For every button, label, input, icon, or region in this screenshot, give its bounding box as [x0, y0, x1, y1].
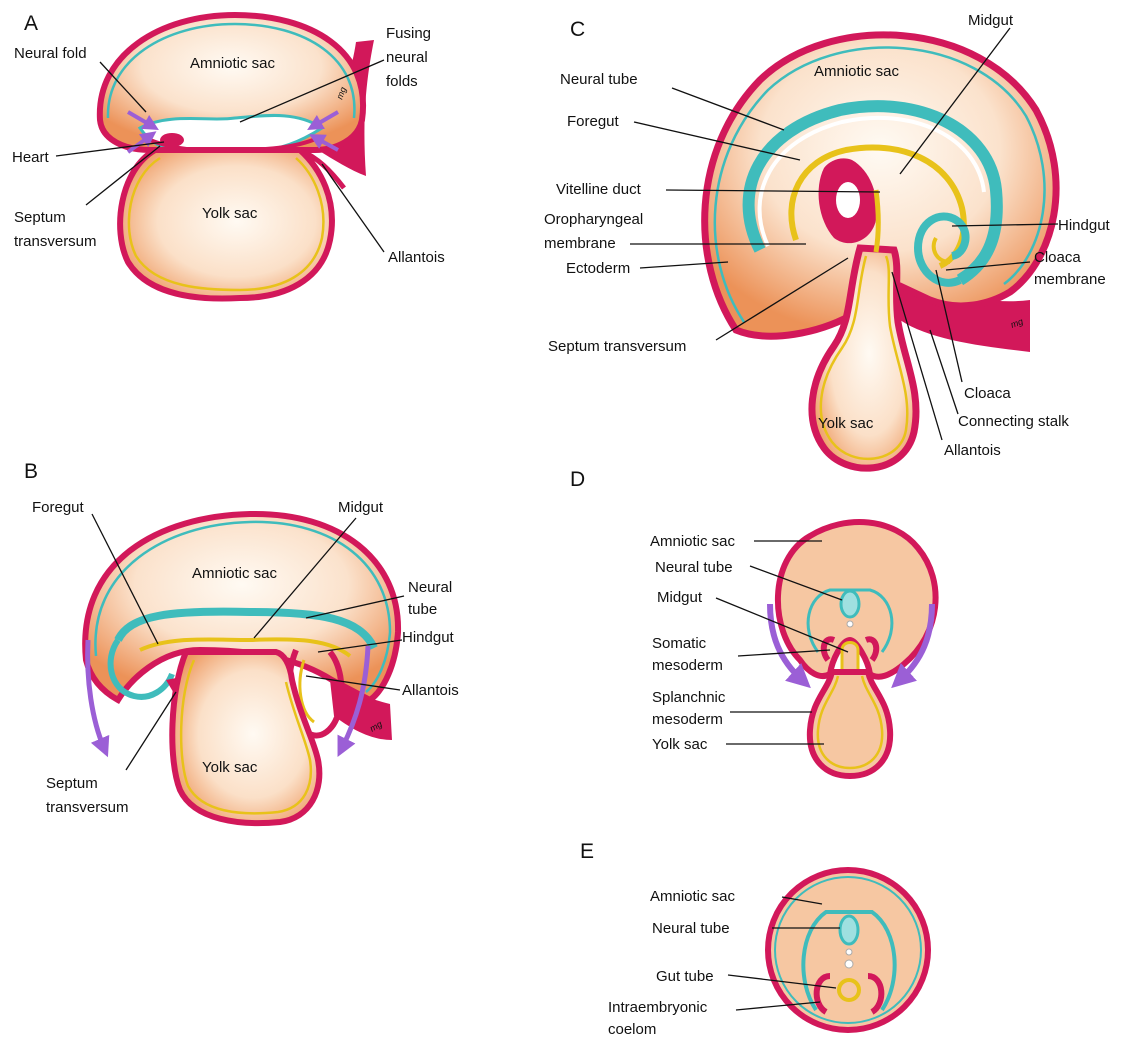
panel-b-allantois-label: Allantois	[402, 682, 459, 699]
panel-b-foregut-label: Foregut	[32, 499, 85, 516]
panel-d-amniotic-sac-label: Amniotic sac	[650, 533, 736, 550]
panel-d-letter: D	[570, 468, 585, 491]
panel-d-yolk-sac-label: Yolk sac	[652, 736, 708, 753]
panel-e-neural-tube	[840, 916, 858, 944]
panel-c-allantois-label: Allantois	[944, 442, 1001, 459]
panel-b-yolk-sac-label: Yolk sac	[202, 759, 258, 776]
panel-e-coelom-label-line2: coelom	[608, 1021, 656, 1038]
panel-a-heart	[160, 133, 184, 147]
panel-c-vitelline-duct	[876, 190, 878, 252]
panel-b: B mg Foregut Midgut Amniotic sac Neur	[24, 460, 459, 823]
panel-d-splanchnic-label: Splanchnic	[652, 689, 726, 706]
panel-a-yolk-sac-shape	[120, 150, 332, 299]
panel-c-amniotic-sac-label: Amniotic sac	[814, 63, 900, 80]
panel-c-letter: C	[570, 18, 585, 41]
panel-c-foregut-label: Foregut	[567, 113, 620, 130]
panel-b-letter: B	[24, 460, 38, 483]
panel-a: A mg Neural fold Amniotic sac Fusing neu…	[12, 12, 445, 299]
panel-a-letter: A	[24, 12, 38, 35]
panel-c-cloaca-membrane-label-line2: membrane	[1034, 271, 1106, 288]
panel-d-splanchnic-label-line2: mesoderm	[652, 711, 723, 728]
panel-d-midgut-label: Midgut	[657, 589, 703, 606]
panel-e-dorsal-aorta	[845, 960, 853, 968]
panel-c-ectoderm-label: Ectoderm	[566, 260, 630, 277]
panel-c-septum-label: Septum transversum	[548, 338, 686, 355]
panel-b-amniotic-sac-label: Amniotic sac	[192, 565, 278, 582]
panel-c-oropharyngeal-label-line2: membrane	[544, 235, 616, 252]
panel-a-yolk-sac-label: Yolk sac	[202, 205, 258, 222]
panel-e-amniotic-sac-label: Amniotic sac	[650, 888, 736, 905]
panel-c-midgut-label: Midgut	[968, 12, 1014, 29]
panel-d-notochord	[847, 621, 853, 627]
panel-d-neural-tube	[841, 591, 859, 617]
panel-b-neural-label: Neural	[408, 579, 452, 596]
panel-c-oropharyngeal-label: Oropharyngeal	[544, 211, 643, 228]
panel-a-fusing-label-line2: neural	[386, 49, 428, 66]
panel-b-midgut-label: Midgut	[338, 499, 384, 516]
panel-a-allantois-label: Allantois	[388, 249, 445, 266]
panel-b-septum-leader	[126, 692, 176, 770]
panel-c-cloaca-membrane-label: Cloaca	[1034, 249, 1081, 266]
panel-d: D Amniotic sac Neural tube Midgut Somati…	[570, 468, 936, 776]
panel-b-hindgut-label: Hindgut	[402, 629, 455, 646]
panel-a-amniotic-sac-label: Amniotic sac	[190, 55, 276, 72]
panel-a-septum-label-line2: transversum	[14, 233, 97, 250]
panel-e-gut-tube	[839, 980, 859, 1000]
panel-e: E Amniotic sac Neural tube Gut tube Intr…	[580, 840, 928, 1038]
panel-c: C mg Midgut Neural t	[544, 12, 1111, 468]
panel-d-somatic-label-line2: mesoderm	[652, 657, 723, 674]
panel-b-septum-label-line2: transversum	[46, 799, 129, 816]
panel-c-vitelline-duct-label: Vitelline duct	[556, 181, 642, 198]
panel-d-neural-tube-label: Neural tube	[655, 559, 733, 576]
panel-c-heart-lumen	[836, 182, 860, 218]
panel-b-yolk-sac-shape	[172, 652, 319, 823]
panel-a-fusing-label-line3: folds	[386, 73, 418, 90]
panel-d-midgut	[842, 643, 858, 673]
panel-c-connecting-stalk-label: Connecting stalk	[958, 413, 1069, 430]
panel-d-somatic-label: Somatic	[652, 635, 707, 652]
panel-e-neural-tube-label: Neural tube	[652, 920, 730, 937]
panel-e-coelom-label: Intraembryonic	[608, 999, 708, 1016]
panel-b-neural-label-line2: tube	[408, 601, 437, 618]
panel-e-notochord	[846, 949, 852, 955]
panel-c-yolk-sac-label: Yolk sac	[818, 415, 874, 432]
panel-a-septum-label: Septum	[14, 209, 66, 226]
panel-e-letter: E	[580, 840, 594, 863]
panel-c-neural-tube-label: Neural tube	[560, 71, 638, 88]
panel-c-hindgut-label: Hindgut	[1058, 217, 1111, 234]
panel-c-connecting-stalk-leader	[930, 330, 958, 414]
panel-c-cloaca-label: Cloaca	[964, 385, 1011, 402]
panel-a-fusing-label: Fusing	[386, 25, 431, 42]
panel-a-heart-label: Heart	[12, 149, 50, 166]
panel-d-yolk-sac-shape	[810, 672, 890, 776]
panel-e-gut-tube-label: Gut tube	[656, 968, 714, 985]
panel-b-septum-label: Septum	[46, 775, 98, 792]
panel-a-neural-fold-label: Neural fold	[14, 45, 87, 62]
